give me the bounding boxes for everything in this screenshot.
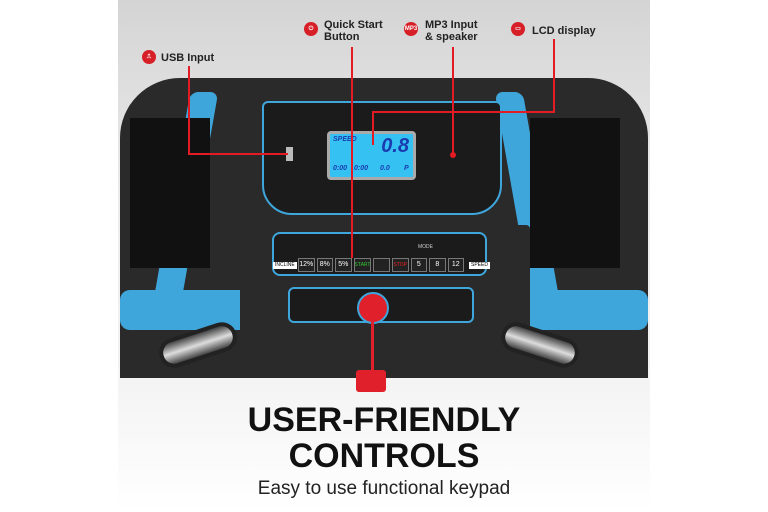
start-button[interactable]: START xyxy=(353,258,372,272)
lcd-callout-label: LCD display xyxy=(532,25,596,37)
mp3-callout-line xyxy=(452,47,454,155)
lcd-program: P xyxy=(404,165,409,172)
key-row: 12% 8% 5% START STOP 5 8 12 xyxy=(298,258,465,272)
speed-label: SPEED xyxy=(469,262,490,269)
incline-12-button[interactable]: 12% xyxy=(298,258,315,272)
speed-8-button[interactable]: 8 xyxy=(429,258,446,272)
lcd-display: SPEED 0.8 0:00 0:00 0.0 P xyxy=(327,131,416,180)
lcd-callout-line-v xyxy=(372,111,374,145)
safety-key[interactable] xyxy=(357,292,389,324)
speed-12-button[interactable]: 12 xyxy=(447,258,465,272)
usb-icon: ⎍ xyxy=(142,50,156,64)
quick-start-callout-line xyxy=(351,47,353,258)
mp3-icon: MP3 xyxy=(404,22,418,36)
mp3-line1: MP3 Input xyxy=(425,19,478,31)
lcd-distance: 0.0 xyxy=(380,165,390,172)
lcd-callout-line xyxy=(553,39,555,112)
lcd-speed-label: SPEED xyxy=(333,136,357,143)
stop-button[interactable]: STOP xyxy=(392,258,409,272)
subtitle: Easy to use functional keypad xyxy=(257,478,511,499)
lcd-time: 0:00 xyxy=(333,165,348,172)
headline-line2: CONTROLS xyxy=(288,437,480,475)
speaker-grille-right xyxy=(530,118,620,268)
incline-8-button[interactable]: 8% xyxy=(316,258,334,272)
lcd-time-2: 0:00 xyxy=(354,165,369,172)
lcd-speed-value: 0.8 xyxy=(381,135,409,157)
usb-callout-label: USB Input xyxy=(161,52,215,64)
speed-5-button[interactable]: 5 xyxy=(410,258,428,272)
quick-start-line1: Quick Start xyxy=(324,19,383,31)
usb-port[interactable] xyxy=(286,147,293,161)
safety-cord xyxy=(371,322,374,372)
incline-5-button[interactable]: 5% xyxy=(335,258,352,272)
incline-label: INCLINE xyxy=(273,262,297,269)
quick-start-line2: Button xyxy=(324,31,360,43)
speaker-grille-left xyxy=(130,118,210,268)
mp3-line2: & speaker xyxy=(425,31,478,43)
mp3-jack[interactable] xyxy=(450,152,456,158)
mp3-callout-label: MP3 Input& speaker xyxy=(425,19,478,43)
lcd-callout-line-h xyxy=(372,111,555,113)
blank-key xyxy=(373,258,390,272)
power-icon: ⏻ xyxy=(304,22,318,36)
mode-label: MODE xyxy=(418,244,433,250)
safety-clip[interactable] xyxy=(356,370,386,392)
lcd-icon: ▭ xyxy=(511,22,525,36)
usb-callout-line xyxy=(188,66,190,154)
headline-line1: USER-FRIENDLY xyxy=(247,401,521,439)
usb-callout-line-h xyxy=(188,153,288,155)
